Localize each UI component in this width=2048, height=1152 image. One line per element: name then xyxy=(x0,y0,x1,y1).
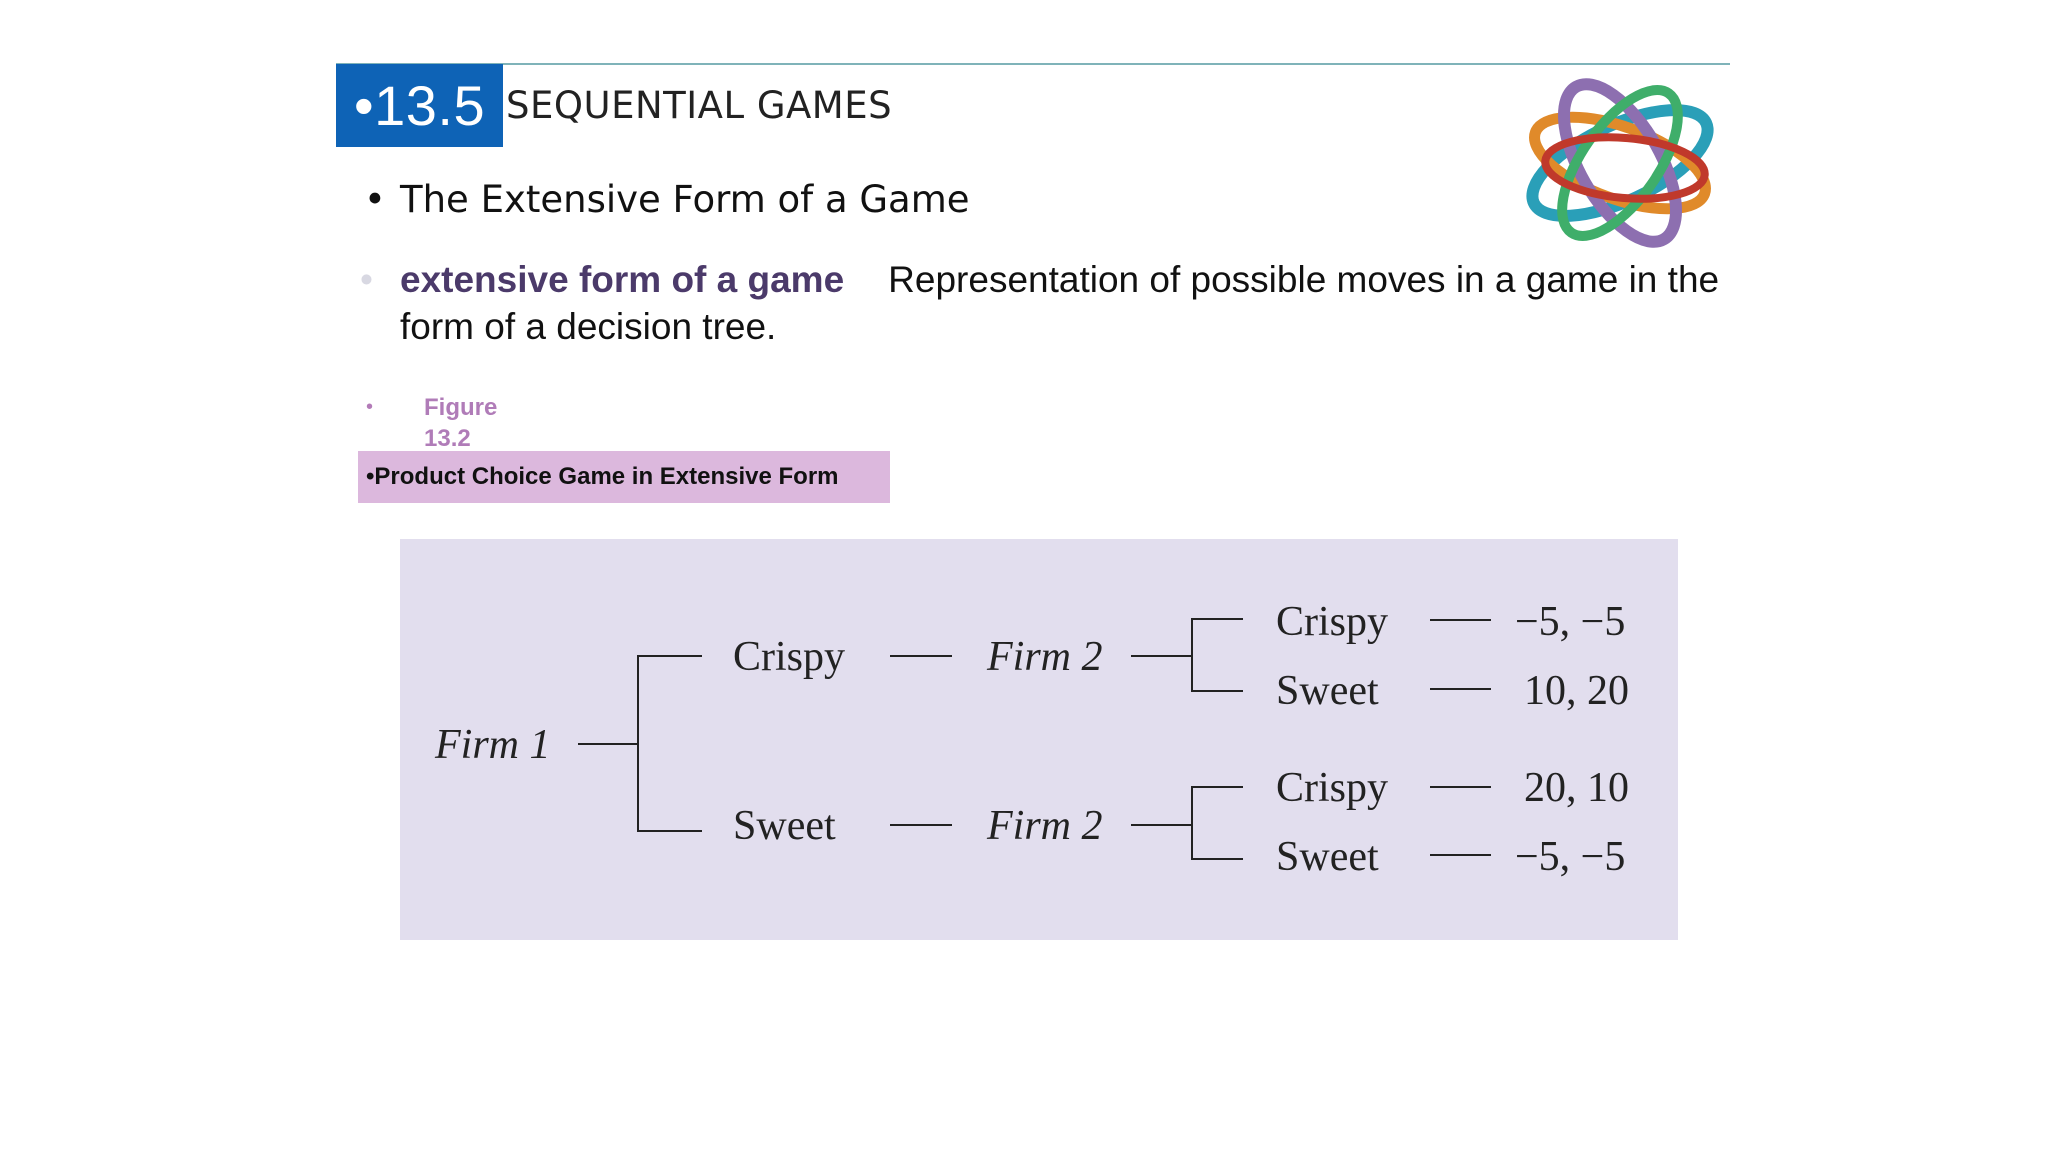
tree-payoff-1-1: −5, −5 xyxy=(1515,599,1625,645)
definition-text: Representation of possible moves in a ga… xyxy=(400,259,1720,347)
figure-label-number: 13.2 xyxy=(424,425,471,452)
tree-outcome-2-1-choice: Crispy xyxy=(1276,765,1388,811)
tree-branch-2-choice: Sweet xyxy=(733,803,836,849)
figure-bullet-dot: • xyxy=(366,396,374,418)
tree-payoff-2-1: 20, 10 xyxy=(1524,765,1629,811)
tree-branch-1-node: Firm 2 xyxy=(986,634,1103,680)
tree-branch-2-node: Firm 2 xyxy=(986,803,1103,849)
bullet-text: The Extensive Form of a Game xyxy=(400,178,970,221)
bullet-extensive-form: • The Extensive Form of a Game xyxy=(364,178,970,221)
section-title: SEQUENTIAL GAMES xyxy=(506,84,893,127)
tree-branch-1-choice: Crispy xyxy=(733,634,845,680)
interlocking-rings-icon xyxy=(1526,78,1714,248)
figure-label: Figure 13.2 xyxy=(424,392,534,454)
tree-bracket-root xyxy=(637,655,702,832)
tree-payoff-1-2: 10, 20 xyxy=(1524,668,1629,714)
section-number-badge: •13.5 xyxy=(336,64,503,147)
tree-outcome-1-1-choice: Crispy xyxy=(1276,599,1388,645)
tree-outcome-1-2-choice: Sweet xyxy=(1276,668,1379,714)
tree-outcome-2-2-choice: Sweet xyxy=(1276,834,1379,880)
tree-payoff-2-2: −5, −5 xyxy=(1515,834,1625,880)
tree-root-label: Firm 1 xyxy=(434,722,551,768)
bullet-dot: • xyxy=(360,259,373,300)
game-tree-svg: Firm 1 Crispy Firm 2 Crispy −5, −5 Sweet… xyxy=(434,599,1629,880)
bullet-dot: • xyxy=(364,178,386,221)
tree-bracket-branch-2 xyxy=(1191,786,1243,860)
figure-caption: •Product Choice Game in Extensive Form xyxy=(358,451,890,503)
game-tree-diagram: Firm 1 Crispy Firm 2 Crispy −5, −5 Sweet… xyxy=(400,539,1678,940)
figure-label-word: Figure xyxy=(424,394,498,421)
header-rule xyxy=(336,63,1730,65)
definition-term: extensive form of a game xyxy=(400,259,845,300)
tree-bracket-branch-1 xyxy=(1191,618,1243,692)
